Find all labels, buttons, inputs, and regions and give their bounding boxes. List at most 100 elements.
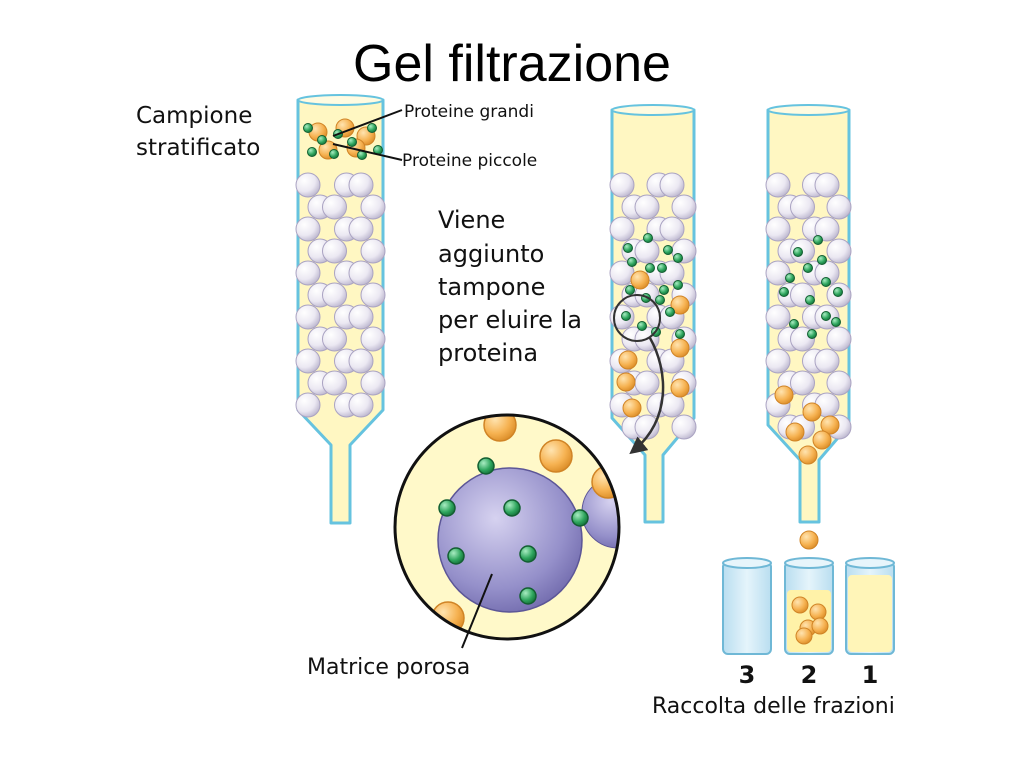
small-protein <box>789 319 799 329</box>
eluting-droplet <box>799 530 819 550</box>
gel-bead <box>322 238 347 264</box>
column-1-beads <box>295 172 386 418</box>
small-protein <box>805 295 815 305</box>
small-protein-pointer <box>332 143 403 161</box>
buffer-label-line3: tampone <box>438 273 545 301</box>
small-protein <box>637 321 647 331</box>
gel-bead <box>634 194 660 220</box>
large-protein <box>820 415 840 435</box>
gel-bead <box>295 348 321 374</box>
small-protein <box>655 295 665 305</box>
gel-bead <box>826 326 852 352</box>
large-protein <box>798 445 818 465</box>
gel-bead <box>826 370 852 396</box>
column-3 <box>765 104 852 550</box>
small-protein <box>625 285 635 295</box>
column-3-proteins <box>774 235 843 465</box>
large-protein-pointer <box>332 109 403 137</box>
porous-matrix-bead <box>437 467 583 613</box>
gel-bead <box>814 216 840 242</box>
gel-bead <box>360 370 386 396</box>
gel-bead <box>295 260 321 286</box>
small-protein <box>519 545 537 563</box>
pointer-lines <box>332 109 493 649</box>
column-1 <box>295 94 386 525</box>
small-protein <box>317 135 327 145</box>
zoom-arrow <box>629 337 665 455</box>
gel-bead <box>634 370 660 396</box>
small-protein <box>447 547 465 565</box>
small-protein <box>793 247 803 257</box>
small-protein <box>657 263 667 273</box>
gel-bead <box>348 392 374 418</box>
gel-bead <box>360 238 386 264</box>
tube-2-proteins <box>791 596 829 645</box>
collection-tubes <box>722 557 895 655</box>
tube-3 <box>722 557 772 655</box>
gel-bead <box>609 216 635 242</box>
small-protein <box>673 280 683 290</box>
small-protein <box>779 287 789 297</box>
large-protein <box>791 596 809 614</box>
gel-bead <box>322 282 347 308</box>
small-protein <box>643 233 653 243</box>
large-protein <box>809 603 827 621</box>
tube-number-2: 2 <box>801 661 818 689</box>
small-protein <box>821 311 831 321</box>
gel-bead <box>790 370 815 396</box>
gel-bead <box>348 304 374 330</box>
small-protein <box>833 287 843 297</box>
gel-bead <box>322 194 347 220</box>
buffer-label-line2: aggiunto <box>438 240 544 268</box>
small-protein <box>831 317 841 327</box>
gel-bead <box>322 326 347 352</box>
gel-bead <box>609 172 635 198</box>
gel-bead <box>826 194 852 220</box>
gel-bead <box>295 392 321 418</box>
buffer-label-line4: per eluire la <box>438 306 582 334</box>
gel-bead <box>659 216 685 242</box>
porous-matrix-label: Matrice porosa <box>307 655 470 680</box>
small-protein <box>477 457 495 475</box>
small-protein <box>627 257 637 267</box>
buffer-label-line5: proteina <box>438 339 538 367</box>
large-protein <box>670 295 690 315</box>
large-protein <box>670 338 690 358</box>
zoom-circle-outline <box>393 413 621 641</box>
small-protein <box>803 263 813 273</box>
gel-bead <box>348 216 374 242</box>
labels: Campione stratificato Proteine grandi Pr… <box>136 102 895 719</box>
gel-bead <box>322 370 347 396</box>
large-proteins-label: Proteine grandi <box>404 102 534 122</box>
small-protein <box>503 499 521 517</box>
small-proteins-label: Proteine piccole <box>402 151 537 171</box>
large-protein <box>795 627 813 645</box>
small-protein <box>813 235 823 245</box>
small-protein <box>663 245 673 255</box>
layered-sample <box>303 118 383 160</box>
gel-bead <box>826 238 852 264</box>
gel-bead <box>671 194 697 220</box>
gel-bead <box>814 348 840 374</box>
small-protein <box>785 273 795 283</box>
small-protein <box>329 149 339 159</box>
small-protein <box>571 509 589 527</box>
small-protein <box>673 253 683 263</box>
small-protein <box>821 277 831 287</box>
gel-bead <box>295 172 321 198</box>
small-protein <box>817 255 827 265</box>
small-protein <box>367 123 377 133</box>
gel-bead <box>765 172 791 198</box>
gel-bead <box>765 216 791 242</box>
tube-number-1: 1 <box>862 661 879 689</box>
column-1-rim <box>297 94 384 106</box>
gel-bead <box>659 172 685 198</box>
gel-bead <box>765 348 791 374</box>
column-2-proteins <box>616 233 690 418</box>
buffer-label-line1: Viene <box>438 206 505 234</box>
column-3-rim <box>767 104 850 116</box>
gel-bead <box>348 172 374 198</box>
matrix-pointer <box>461 573 493 649</box>
large-protein <box>802 402 822 422</box>
